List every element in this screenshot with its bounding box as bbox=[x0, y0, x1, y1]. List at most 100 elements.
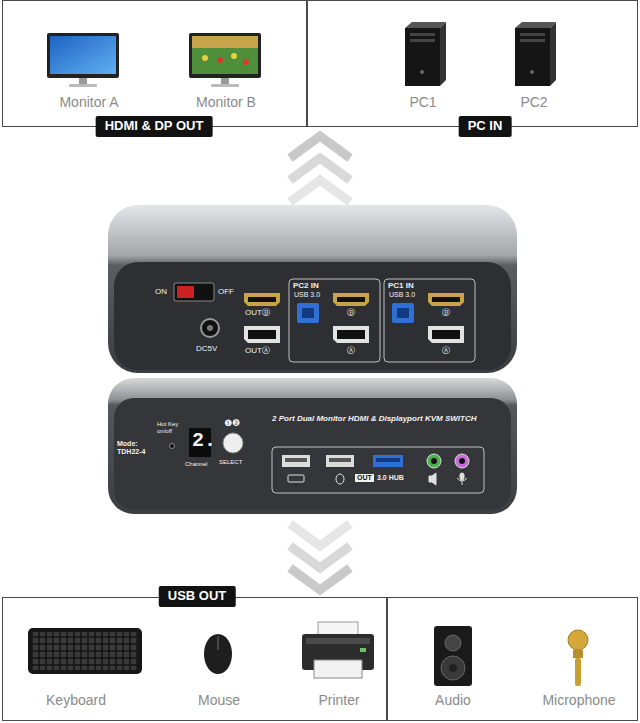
mouse-icon bbox=[204, 634, 232, 674]
port-label: USB 3.0 bbox=[389, 291, 415, 299]
pc-tower-icon bbox=[440, 22, 446, 86]
port-symbol bbox=[288, 475, 304, 482]
usb-b-port bbox=[297, 303, 414, 323]
speaker-icon bbox=[445, 635, 461, 651]
usb-a-port bbox=[285, 458, 307, 462]
panel-box: AudioMicrophone bbox=[387, 597, 638, 721]
pc-tower-icon bbox=[410, 39, 435, 42]
port-label: OFF bbox=[218, 287, 234, 296]
printer-icon bbox=[306, 638, 370, 644]
audio-jack bbox=[427, 454, 469, 468]
port-group-outline bbox=[384, 279, 475, 362]
speaker-icon bbox=[434, 626, 472, 686]
hub-panel-outline bbox=[272, 447, 484, 493]
dc-jack bbox=[201, 319, 219, 337]
hub-panel-outline bbox=[272, 447, 484, 493]
dc-jack bbox=[201, 319, 219, 337]
port-label: Channel bbox=[185, 461, 207, 468]
kvm-rear-housing bbox=[108, 205, 517, 373]
audio-jack bbox=[455, 454, 469, 468]
keyboard-icon bbox=[32, 632, 138, 670]
port-symbol bbox=[457, 478, 467, 485]
monitor-icon bbox=[47, 33, 119, 87]
port-label: PC1 IN bbox=[388, 281, 414, 290]
audio-jack bbox=[427, 454, 441, 468]
usb-a-port bbox=[373, 455, 403, 467]
usb-a-port bbox=[326, 455, 354, 467]
monitor-icon bbox=[202, 55, 208, 61]
monitor-icon bbox=[189, 33, 261, 78]
microphone-icon bbox=[568, 630, 588, 686]
hdmi-port bbox=[428, 293, 464, 306]
power-switch bbox=[174, 283, 214, 301]
monitor-icon bbox=[217, 57, 223, 63]
monitor-icon bbox=[69, 84, 97, 87]
kvm-front-housing bbox=[108, 378, 517, 514]
displayport-port bbox=[428, 326, 464, 343]
hdmi-port bbox=[432, 297, 460, 302]
port-group-outline bbox=[289, 279, 380, 362]
monitor-icon bbox=[221, 78, 229, 84]
kvm-front-housing bbox=[114, 398, 511, 510]
section-tag: PC IN bbox=[459, 116, 512, 137]
port-label: Ⓑ bbox=[442, 308, 450, 317]
port-label: OUTⒷ bbox=[245, 308, 270, 317]
select-button bbox=[223, 433, 243, 453]
hdmi-port bbox=[248, 297, 276, 302]
power-switch bbox=[174, 283, 214, 301]
device-label: Monitor A bbox=[59, 94, 118, 110]
usb-a-port bbox=[282, 455, 403, 467]
device-label: Microphone bbox=[542, 692, 615, 708]
pc-tower-icon bbox=[405, 22, 446, 28]
dc-jack bbox=[207, 325, 213, 331]
hdmi-port bbox=[333, 293, 369, 306]
port-label: 2 Port Dual Monitor HDMI & Displayport K… bbox=[272, 414, 476, 423]
device-label: Printer bbox=[318, 692, 359, 708]
chevron-arrows bbox=[290, 524, 350, 590]
audio-jack bbox=[431, 458, 437, 464]
port-label: 2. bbox=[192, 429, 216, 452]
monitor-icon bbox=[79, 78, 87, 84]
microphone-icon bbox=[573, 650, 583, 658]
port-label: DC5V bbox=[196, 344, 217, 353]
usb-b-port bbox=[397, 308, 409, 318]
port-label: Hot Key on/off bbox=[157, 421, 187, 435]
panel-box: PC1PC2PC IN bbox=[307, 0, 638, 127]
audio-jack bbox=[459, 458, 465, 464]
device-label: Monitor B bbox=[196, 94, 256, 110]
kvm-rear-housing bbox=[114, 262, 511, 370]
usb-b-port bbox=[392, 303, 414, 323]
power-switch bbox=[177, 286, 194, 298]
mouse-icon bbox=[217, 636, 219, 650]
microphone-icon bbox=[568, 630, 588, 650]
printer-icon bbox=[318, 622, 358, 636]
section-tag: HDMI & DP OUT bbox=[96, 116, 213, 137]
kvm-rear-housing bbox=[108, 205, 517, 373]
monitor-icon bbox=[192, 36, 258, 74]
chevron-arrows bbox=[290, 136, 350, 202]
monitor-icon bbox=[231, 53, 237, 59]
keyboard-icon bbox=[28, 628, 142, 674]
device-label: Keyboard bbox=[46, 692, 106, 708]
port-symbol bbox=[460, 473, 464, 480]
port-symbol bbox=[336, 474, 344, 484]
usb-b-port bbox=[297, 303, 319, 323]
usb-a-port bbox=[282, 455, 310, 467]
pc-tower-icon bbox=[530, 70, 534, 74]
monitor-icon bbox=[211, 84, 239, 87]
pc-tower-icon bbox=[410, 33, 435, 36]
chevron-arrows bbox=[290, 546, 350, 568]
hotkey-led bbox=[170, 444, 175, 449]
panel-box: USB OUTKeyboardMousePrinter bbox=[2, 597, 387, 721]
pc-tower-icon bbox=[405, 22, 446, 86]
port-label: Ⓐ bbox=[347, 346, 355, 355]
port-label: USB 3.0 bbox=[294, 291, 320, 299]
usb-b-port bbox=[302, 308, 314, 318]
monitor-icon bbox=[50, 36, 116, 74]
pc-tower-icon bbox=[520, 39, 545, 42]
port-label: OUTⒶ bbox=[245, 346, 270, 355]
keyboard-icon bbox=[28, 628, 142, 674]
section-tag: USB OUT bbox=[159, 586, 236, 607]
mouse-icon bbox=[204, 634, 232, 674]
port-symbol bbox=[288, 473, 467, 485]
